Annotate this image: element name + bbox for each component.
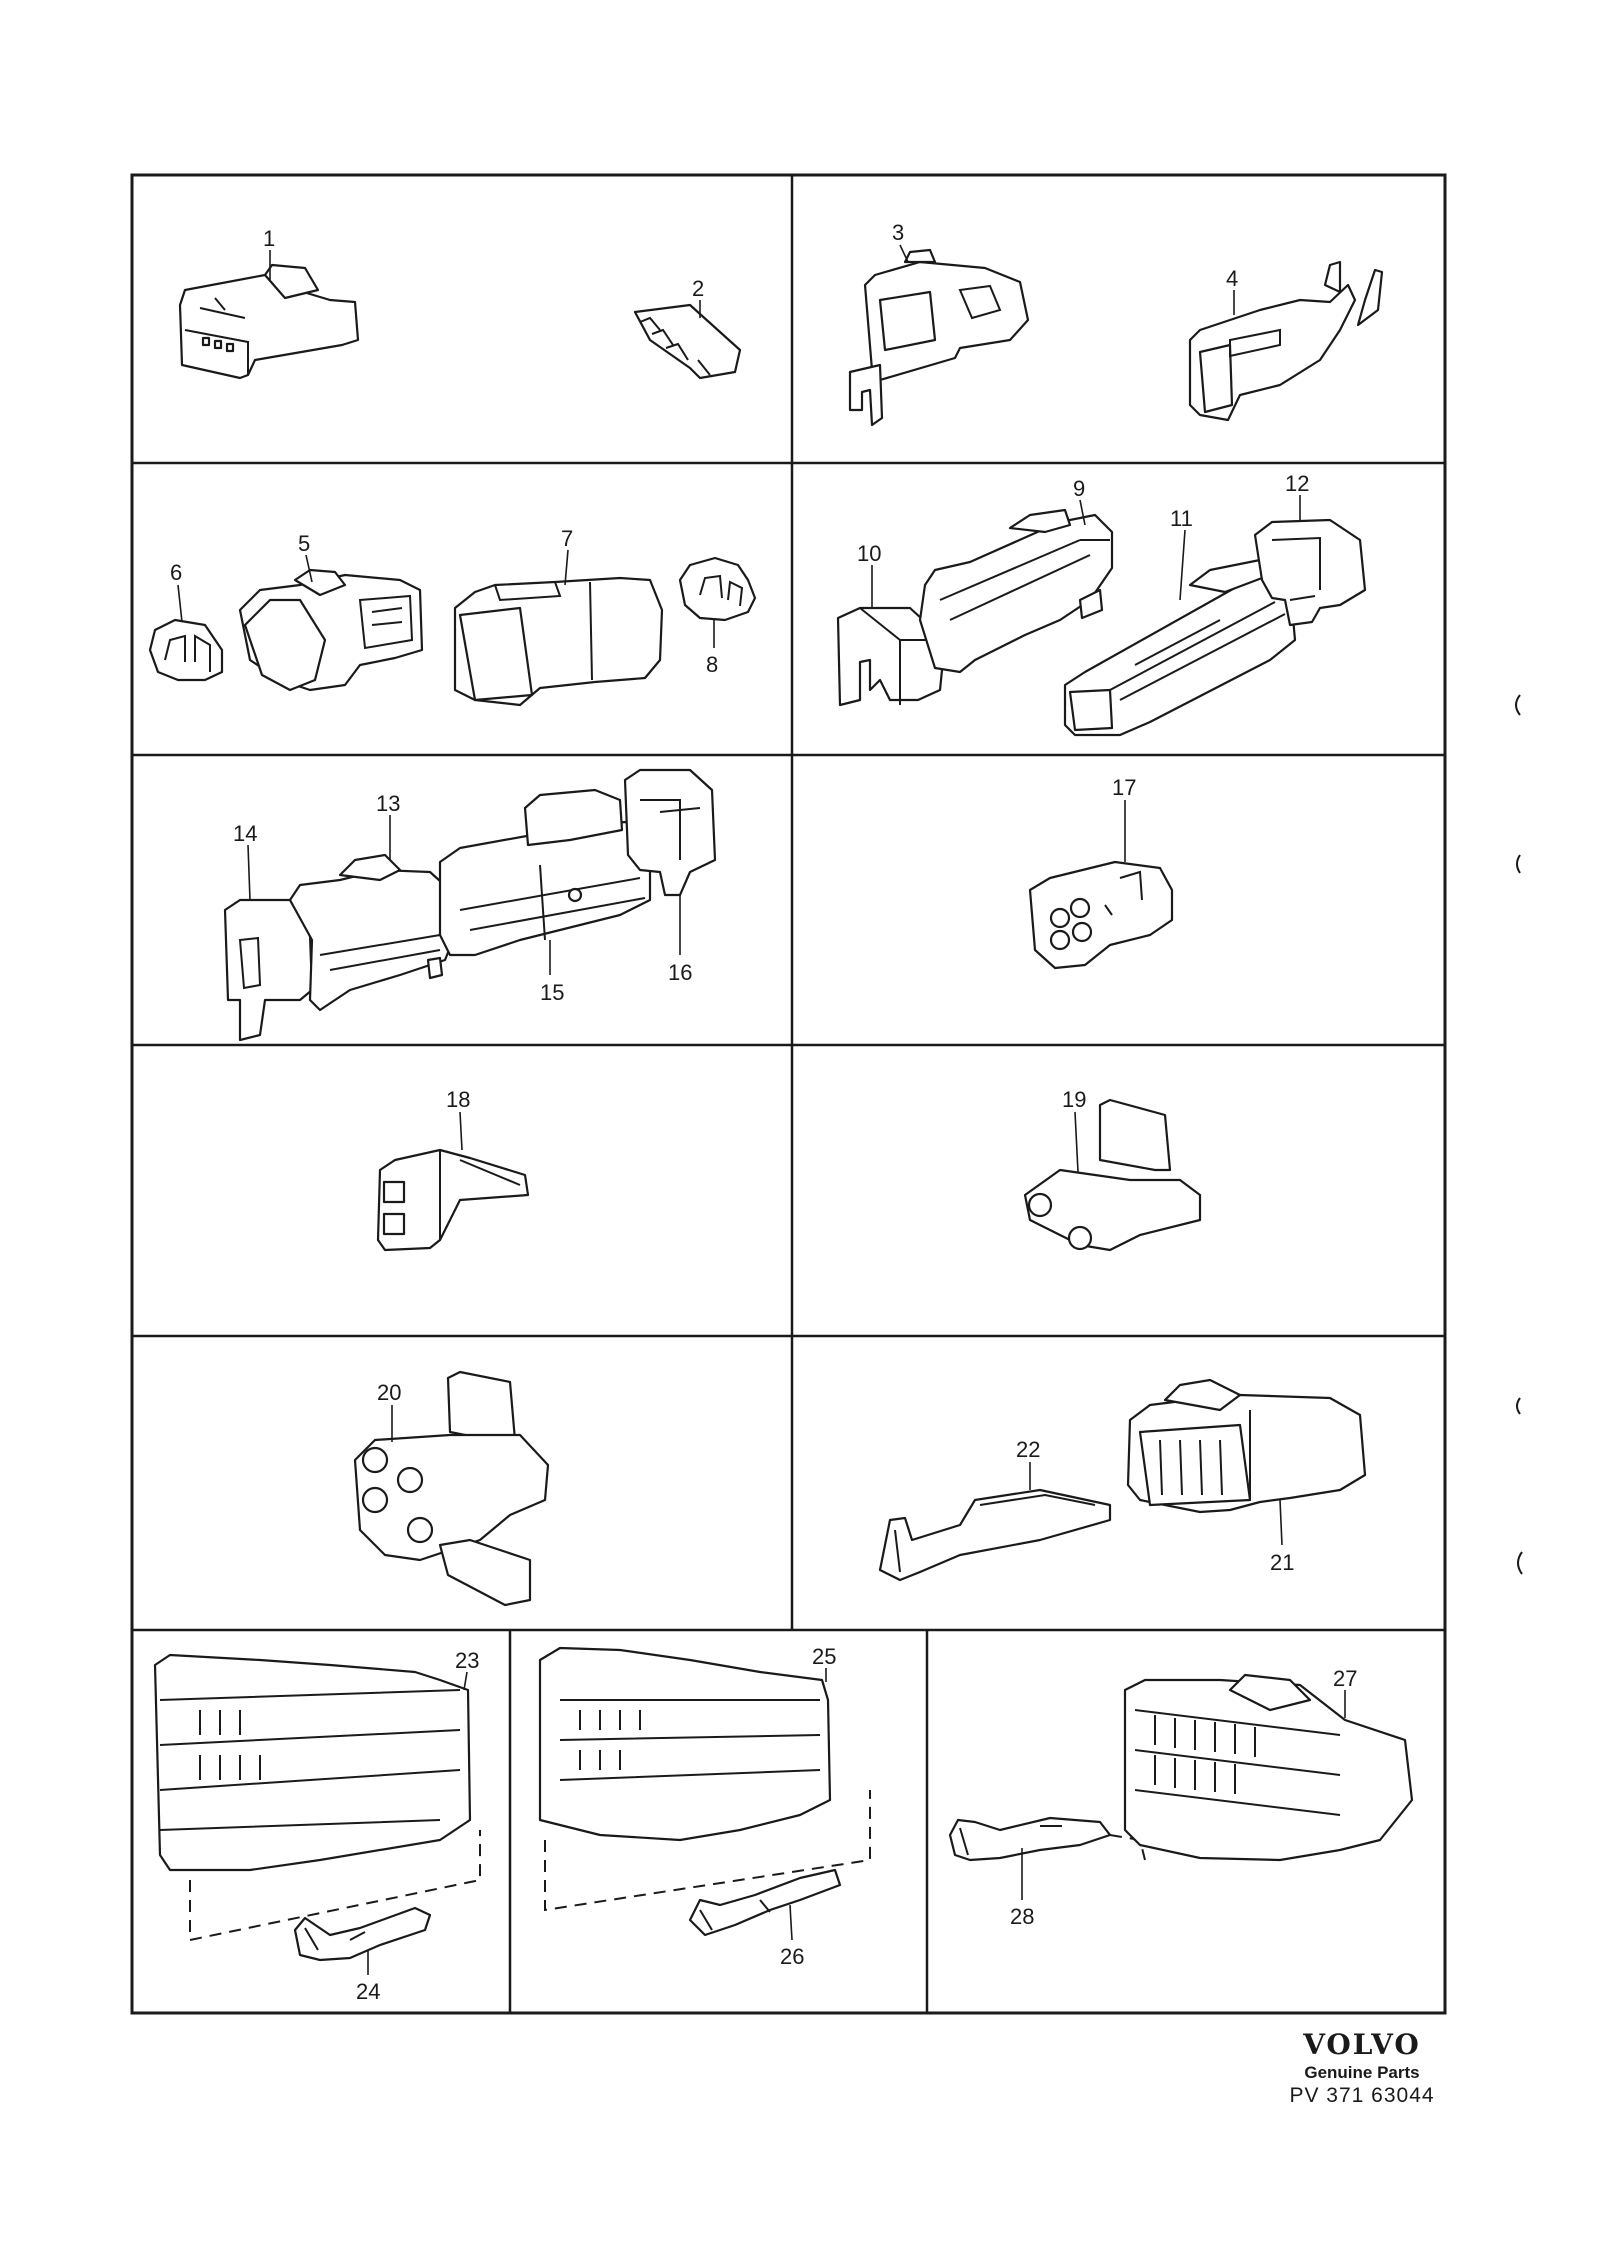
part-27-connector-housing	[1123, 1673, 1414, 1862]
callout-15: 15	[540, 980, 564, 1005]
footer: VOLVO Genuine Parts PV 371 63044	[1262, 2028, 1462, 2108]
callout-11: 11	[1170, 506, 1193, 531]
part-26-terminal	[688, 1868, 842, 1937]
part-13-connector-housing	[288, 853, 457, 1012]
part-28-terminal	[948, 1816, 1112, 1862]
callout-16: 16	[668, 960, 692, 985]
callout-labels: 1 2 3 4 5 6 7 8 9 10 11 12 13 14 15 16 1…	[170, 220, 1357, 2004]
part-7-connector-housing	[453, 576, 664, 707]
part-6-seal	[148, 618, 224, 682]
brand-logo: VOLVO	[1303, 2028, 1421, 2061]
part-4-connector-housing	[1188, 260, 1384, 422]
callout-9: 9	[1073, 476, 1085, 501]
part-8-seal	[678, 556, 757, 622]
part-23-detail-outline	[189, 1830, 481, 1942]
callout-4: 4	[1226, 266, 1238, 291]
callout-leaders	[177, 244, 1346, 1975]
part-23-connector-housing	[153, 1653, 472, 1872]
diagram-grid	[130, 173, 1447, 2015]
part-25-connector-housing	[538, 1646, 832, 1842]
margin-marks	[1515, 694, 1523, 1575]
part-2-terminal-lock	[633, 303, 742, 380]
callout-20: 20	[377, 1380, 401, 1405]
part-16-clip	[623, 768, 717, 897]
callout-27: 27	[1333, 1666, 1357, 1691]
part-20-connector	[353, 1370, 550, 1607]
part-9-connector-housing	[918, 508, 1114, 674]
part-19-connector	[1023, 1098, 1202, 1252]
illustration-reference: PV 371 63044	[1289, 2084, 1435, 2107]
brand-subtitle: Genuine Parts	[1304, 2063, 1420, 2082]
part-22-terminal	[878, 1488, 1112, 1582]
callout-21: 21	[1270, 1550, 1294, 1575]
callout-26: 26	[780, 1944, 804, 1969]
callout-5: 5	[298, 531, 310, 556]
part-11-connector-housing	[1063, 558, 1297, 737]
callout-13: 13	[376, 791, 400, 816]
callout-23: 23	[455, 1648, 479, 1673]
callout-7: 7	[561, 526, 573, 551]
callout-8: 8	[706, 652, 718, 677]
callout-25: 25	[812, 1644, 836, 1669]
callout-3: 3	[892, 220, 904, 245]
part-12-clip	[1253, 518, 1367, 627]
callout-2: 2	[692, 276, 704, 301]
part-15-connector-housing	[438, 788, 652, 957]
part-1-connector	[178, 263, 360, 380]
callout-22: 22	[1016, 1437, 1040, 1462]
part-5-connector-housing	[238, 568, 424, 692]
callout-24: 24	[356, 1979, 380, 2004]
part-17-connector	[1028, 860, 1174, 970]
part-3-connector-housing	[848, 248, 1030, 427]
callout-10: 10	[857, 541, 881, 566]
callout-28: 28	[1010, 1904, 1034, 1929]
callout-14: 14	[233, 821, 257, 846]
part-21-connector-housing	[1126, 1378, 1367, 1514]
part-14-clip	[223, 898, 314, 1042]
callout-19: 19	[1062, 1087, 1086, 1112]
callout-17: 17	[1112, 775, 1136, 800]
part-24-terminal	[293, 1906, 432, 1962]
callout-6: 6	[170, 560, 182, 585]
part-18-terminal	[376, 1148, 530, 1252]
callout-18: 18	[446, 1087, 470, 1112]
callout-1: 1	[263, 226, 275, 251]
callout-12: 12	[1285, 471, 1309, 496]
